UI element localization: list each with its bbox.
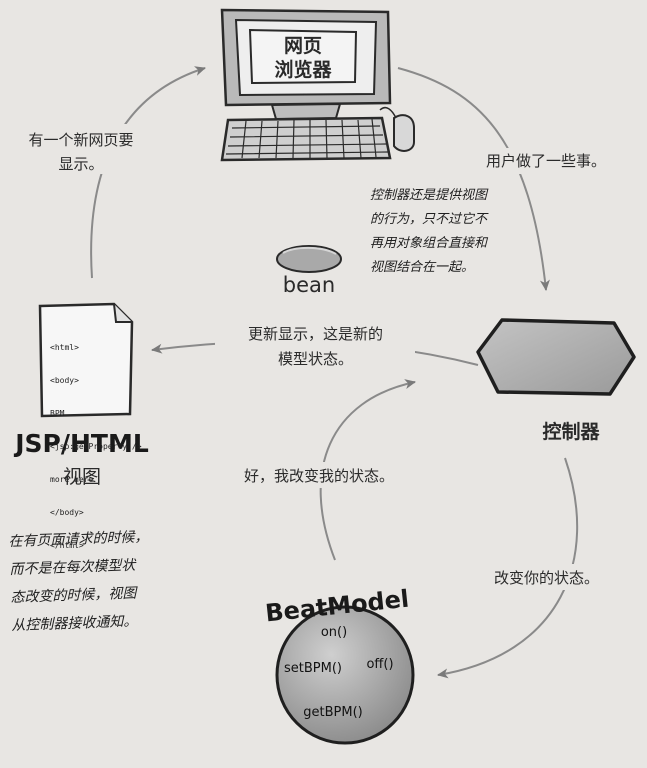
label-bg	[238, 462, 438, 488]
view-title: JSP/HTML	[13, 429, 149, 458]
controller-label: 控制器	[542, 420, 600, 443]
code-line: BPM	[50, 409, 65, 418]
model-method-off: off()	[366, 657, 393, 672]
model-sphere	[275, 605, 415, 745]
code-line: </body>	[50, 508, 84, 517]
label-user-action: 用户做了一些事。	[486, 152, 607, 170]
view-note: 在有页面请求的时候， 而不是在每次模型状 态改变的时候，视图 从控制器接收通知。	[8, 529, 149, 634]
browser-screen-line2: 浏览器	[274, 58, 332, 81]
view-document	[38, 302, 134, 418]
model-method-getbpm: getBPM()	[303, 705, 362, 720]
browser-computer	[220, 8, 415, 162]
bean-highlight	[282, 246, 337, 255]
mouse	[393, 114, 415, 152]
view-code: <html> <body> BPM <jsp:getProperty /> mo…	[50, 320, 142, 562]
model-method-setbpm: setBPM()	[284, 661, 342, 676]
code-line: <body>	[50, 376, 79, 385]
label-bg	[12, 124, 142, 174]
label-update-display: 更新显示，这是新的 模型状态。	[247, 325, 383, 368]
label-change-state: 改变你的状态。	[494, 569, 600, 587]
controller-note: 控制器还是提供视图 的行为，只不过它不 再用对象组合直接和 视图结合在一起。	[370, 188, 488, 275]
label-new-page: 有一个新网页要 显示。	[28, 131, 134, 173]
label-bg	[488, 564, 636, 590]
label-bg	[480, 148, 632, 174]
code-line: <html>	[50, 343, 79, 352]
arrow-model-to-controller	[319, 379, 416, 561]
code-line: more here	[50, 475, 94, 484]
bean-label: bean	[283, 273, 335, 297]
model-method-on: on()	[321, 625, 347, 640]
controller-shape	[476, 318, 636, 396]
mouse-cord	[379, 106, 397, 119]
code-line: <jsp:getProperty />	[50, 442, 142, 451]
label-ok-changed: 好，我改变我的状态。	[244, 467, 395, 485]
keyboard	[220, 116, 392, 162]
bean-shape	[276, 245, 342, 273]
label-bg	[215, 318, 415, 378]
view-subtitle: 视图	[63, 466, 101, 488]
arrow-controller-to-model	[437, 457, 579, 679]
monitor-stand	[270, 102, 342, 121]
keyboard-keys	[225, 118, 389, 159]
browser-screen-line1: 网页	[284, 35, 322, 57]
arrow-browser-to-controller	[397, 67, 550, 291]
code-line: </html>	[50, 541, 84, 550]
screen-label-box	[248, 28, 358, 85]
